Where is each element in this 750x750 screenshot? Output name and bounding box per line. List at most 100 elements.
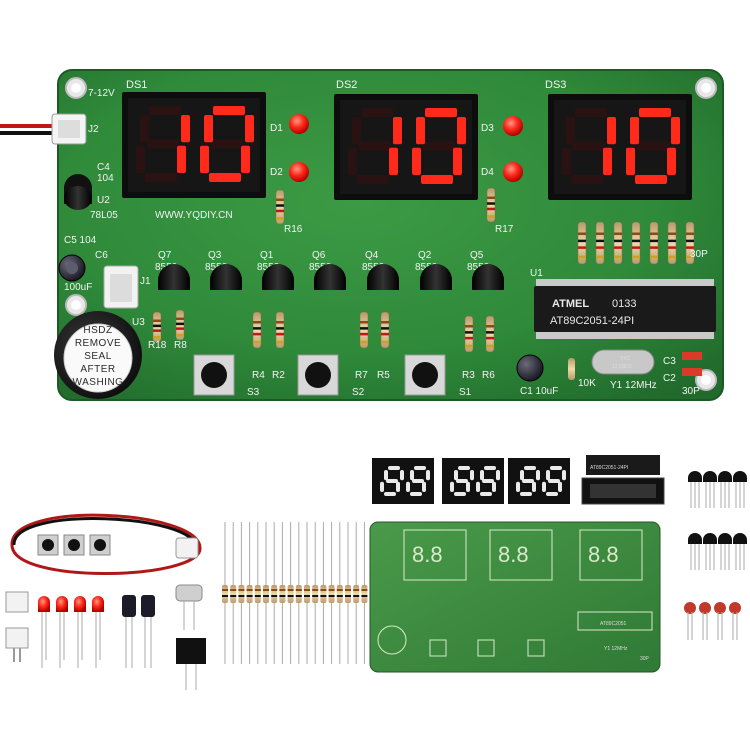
kit-displays xyxy=(372,458,570,504)
kit-transistor-a4 xyxy=(733,471,747,508)
kit-resistor-18 xyxy=(361,522,368,664)
resistor-array-1 xyxy=(577,221,587,265)
j1-label: J1 xyxy=(140,276,151,287)
kit-display-3-digit-2 xyxy=(542,466,566,496)
r16-label: R16 xyxy=(284,224,303,235)
c1-label: C1 10uF xyxy=(520,386,558,397)
r3-label: R3 xyxy=(462,370,475,381)
svg-text:SEAL: SEAL xyxy=(84,351,112,362)
kit-resistor-6 xyxy=(263,522,269,664)
r18-label: R18 xyxy=(148,340,167,351)
svg-text:WASHING: WASHING xyxy=(73,377,124,388)
kit-transistors xyxy=(688,471,747,570)
kit-led-1 xyxy=(38,596,50,668)
kit-transistor-a1 xyxy=(688,471,702,508)
button-s2[interactable] xyxy=(297,354,339,396)
kit-resistor-14 xyxy=(328,522,335,664)
led-d4 xyxy=(503,162,523,182)
button-s1[interactable] xyxy=(404,354,446,396)
regulator-u2 xyxy=(64,174,92,210)
kit-resistor-9 xyxy=(287,522,294,664)
svg-text:REMOVE: REMOVE xyxy=(75,338,121,349)
svg-text:Q4: Q4 xyxy=(365,250,379,261)
resistor-r17 xyxy=(486,187,496,223)
u2-label: U2 xyxy=(97,195,110,206)
resistor-r4 xyxy=(252,311,262,349)
resistors xyxy=(152,187,695,353)
kit-resistor-5 xyxy=(254,522,261,664)
kit-resistor-17 xyxy=(353,522,360,664)
r17-label: R17 xyxy=(495,224,514,235)
kit-resistor-3 xyxy=(238,522,245,664)
svg-text:12.0SDX: 12.0SDX xyxy=(612,364,633,370)
svg-text:AT89C2051-24PI: AT89C2051-24PI xyxy=(590,465,628,471)
display-3-digit-1 xyxy=(562,108,616,184)
power-cable xyxy=(0,113,87,145)
ds3-label: DS3 xyxy=(545,79,566,91)
kit-ceramic-cap-3 xyxy=(714,602,726,640)
kit-transistor-b1 xyxy=(688,533,702,570)
button-s3[interactable] xyxy=(193,354,235,396)
r5-label: R5 xyxy=(377,370,390,381)
resistor-r3 xyxy=(464,315,474,353)
transistor-q5: Q5 8550 xyxy=(467,250,504,290)
d1-label: D1 xyxy=(270,123,283,134)
resistor-r2 xyxy=(275,311,285,349)
resistor-array-4 xyxy=(631,221,641,265)
c5-label: C5 104 xyxy=(64,235,97,246)
kit-resistor-2 xyxy=(230,522,237,664)
c4-value: 104 xyxy=(97,173,114,184)
c6-label: C6 xyxy=(95,250,108,261)
resistor-10k xyxy=(568,358,575,380)
kit-transistor-a3 xyxy=(718,471,732,508)
display-2-digit-2 xyxy=(412,108,466,184)
c30p-label: 30P xyxy=(682,386,700,397)
kit-transistor-b4 xyxy=(733,533,747,570)
display-1-digit-2 xyxy=(200,106,254,182)
s3-label: S3 xyxy=(247,387,260,398)
kit-display-3 xyxy=(508,458,570,504)
main-pcb: 7-12V J2 C4 104 U2 78L05 C5 104 C6 100uF… xyxy=(0,69,724,401)
mini-pcb-30p: 30P xyxy=(640,656,650,662)
kit-display-1-digit-2 xyxy=(406,466,430,496)
kit-mini-pcb: 8.8 8.8 8.8 AT89C2051 Y1 12MHz 30P xyxy=(369,521,661,673)
c4-label: C4 xyxy=(97,162,110,173)
svg-text:HSDZ: HSDZ xyxy=(83,325,112,336)
resistor-array-2 xyxy=(595,221,605,265)
kit-ceramic-capacitors xyxy=(684,602,741,640)
transistor-q4: Q4 8550 xyxy=(362,250,399,290)
kit-crystal-regulator xyxy=(175,584,206,690)
u3-label: U3 xyxy=(132,317,145,328)
capacitor-c1 xyxy=(516,354,544,382)
kit-transistor-b3 xyxy=(718,533,732,570)
led-d3 xyxy=(503,116,523,136)
transistor-q1: Q1 8550 xyxy=(257,250,294,290)
kit-display-3-digit-1 xyxy=(516,466,540,496)
kit-ceramic-cap-2 xyxy=(699,602,711,640)
kit-led-4 xyxy=(92,596,104,668)
c3-label: C3 xyxy=(663,356,676,367)
kit-mcu: AT89C2051-24PI xyxy=(581,455,665,505)
r8-label: R8 xyxy=(174,340,187,351)
kit-resistor-4 xyxy=(246,522,253,664)
ds1-label: DS1 xyxy=(126,79,147,91)
kit-resistor-11 xyxy=(304,522,310,664)
transistor-q6: Q6 8550 xyxy=(309,250,346,290)
crystal-label: Y1 12MHz xyxy=(610,380,657,391)
r2-label: R2 xyxy=(272,370,285,381)
s1-label: S1 xyxy=(459,387,472,398)
kit-wire xyxy=(10,513,202,575)
kit-resistor-10 xyxy=(295,522,302,664)
kit-leds xyxy=(38,596,104,668)
c30p-top-label: 30P xyxy=(690,249,708,260)
resistor-r5 xyxy=(380,311,390,349)
display-3-digit-2 xyxy=(626,108,680,184)
resistor-r6 xyxy=(485,315,495,353)
kit-resistor-16 xyxy=(345,522,351,664)
kit-resistors xyxy=(222,522,368,664)
kit-ceramic-cap-1 xyxy=(684,602,696,640)
kit-transistor-a2 xyxy=(703,471,717,508)
connector-j1 xyxy=(103,265,139,309)
d3-label: D3 xyxy=(481,123,494,134)
